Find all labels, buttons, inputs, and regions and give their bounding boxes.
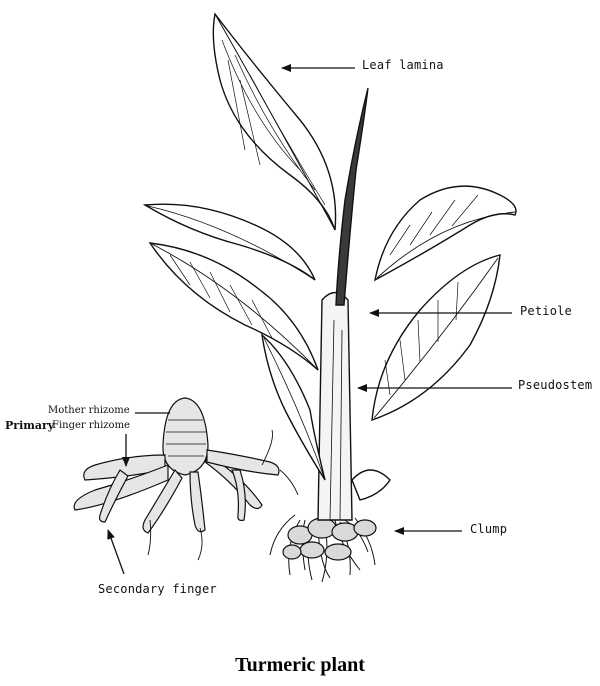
label-mother-rhizome: Mother rhizome bbox=[48, 405, 130, 416]
pseudostem bbox=[318, 293, 352, 521]
label-leaf-lamina: Leaf lamina bbox=[362, 58, 444, 72]
leaf-right-small bbox=[352, 470, 390, 500]
mother-rhizome-shape bbox=[163, 398, 208, 475]
label-pseudostem: Pseudostem bbox=[518, 378, 592, 392]
label-secondary-finger: Secondary finger bbox=[98, 582, 217, 596]
leaf-rolled bbox=[336, 88, 368, 305]
arrow-secondary-finger bbox=[108, 530, 124, 574]
figure-caption: Turmeric plant bbox=[0, 654, 600, 677]
label-finger-rhizome: Finger rhizome bbox=[52, 420, 130, 431]
label-petiole: Petiole bbox=[520, 304, 572, 318]
leaf-right-lower bbox=[372, 255, 500, 420]
label-clump: Clump bbox=[470, 522, 507, 536]
leaf-left-small bbox=[262, 335, 325, 480]
label-primary: Primary bbox=[5, 419, 54, 432]
